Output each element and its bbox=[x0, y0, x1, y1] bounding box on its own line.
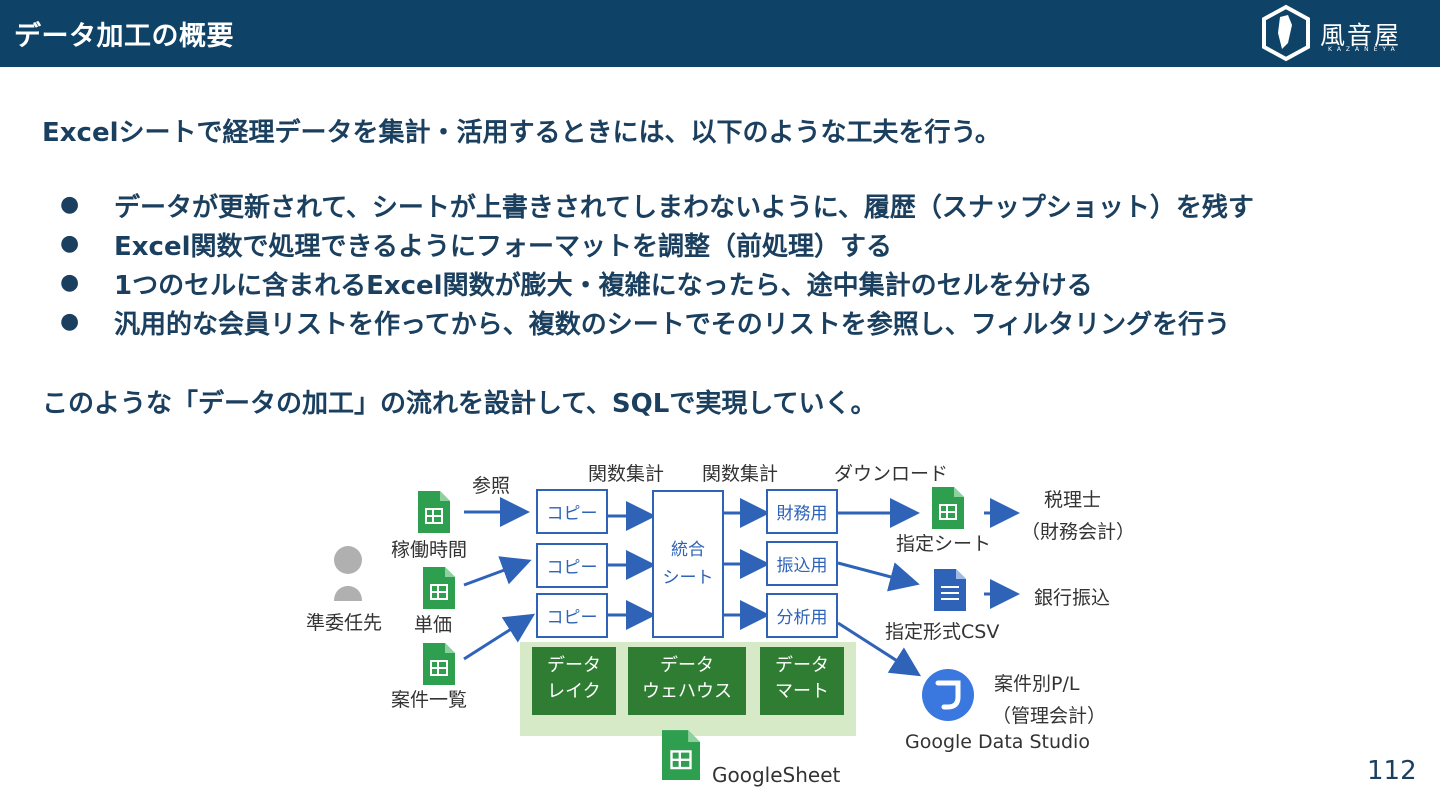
google-sheet-icon bbox=[423, 567, 455, 609]
data-studio-label: Google Data Studio bbox=[905, 731, 1090, 753]
aggregate-label: 関数集計 bbox=[588, 463, 665, 485]
copy-box: コピー bbox=[536, 543, 608, 588]
bullet-item: 1つのセルに含まれるExcel関数が膨大・複雑になったら、途中集計のセルを分ける bbox=[114, 271, 1093, 301]
layer-line: データ bbox=[775, 655, 829, 676]
logo-text: 風音屋 bbox=[1320, 21, 1402, 50]
layer-line: マート bbox=[775, 681, 829, 702]
logo-mark-icon bbox=[1262, 4, 1310, 62]
google-sheet-icon bbox=[423, 643, 455, 685]
copy-box: コピー bbox=[536, 593, 608, 638]
kazaneya-logo: 風音屋 KAZANEYA bbox=[1258, 3, 1428, 63]
destination-label: 銀行振込 bbox=[1034, 587, 1111, 609]
destination-label: 税理士 bbox=[1044, 489, 1102, 511]
logo-subtext: KAZANEYA bbox=[1328, 46, 1400, 53]
google-sheet-icon bbox=[932, 487, 964, 529]
person-label: 準委任先 bbox=[306, 612, 383, 634]
bullet-item: データが更新されて、シートが上書きされてしまわないように、履歴（スナップショット… bbox=[114, 193, 1254, 223]
data-lake-box: データ レイク bbox=[532, 647, 616, 715]
layer-line: データ bbox=[660, 655, 714, 676]
copy-box: コピー bbox=[536, 489, 608, 534]
google-sheet-icon bbox=[418, 491, 450, 533]
bullet-marker: ● bbox=[60, 270, 80, 295]
intro-text: Excelシートで経理データを集計・活用するときには、以下のような工夫を行う。 bbox=[42, 118, 1001, 148]
destination-label: （財務会計） bbox=[1021, 521, 1136, 543]
bullet-marker: ● bbox=[60, 231, 80, 256]
data-warehouse-box: データ ウェハウス bbox=[628, 647, 746, 715]
person-icon bbox=[334, 546, 362, 601]
layer-line: ウェハウス bbox=[642, 681, 732, 702]
purpose-box: 振込用 bbox=[766, 541, 838, 586]
conclusion-text: このような「データの加工」の流れを設計して、SQLで実現していく。 bbox=[42, 389, 877, 419]
data-mart-box: データ マート bbox=[760, 647, 844, 715]
source-label: 単価 bbox=[414, 614, 453, 636]
data-studio-icon bbox=[922, 669, 974, 721]
bullet-marker: ● bbox=[60, 192, 80, 217]
merge-box-line: 統合 bbox=[671, 540, 705, 560]
google-sheet-icon bbox=[662, 730, 700, 780]
output-label: 指定形式CSV bbox=[885, 621, 1000, 643]
ref-label: 参照 bbox=[472, 475, 511, 497]
bullet-item: Excel関数で処理できるようにフォーマットを調整（前処理）する bbox=[114, 232, 892, 262]
layer-line: データ bbox=[547, 655, 601, 676]
output-label: 指定シート bbox=[896, 533, 992, 555]
case-pl-label: 案件別P/L bbox=[994, 673, 1080, 695]
merge-box-line: シート bbox=[662, 568, 714, 588]
page-number: 112 bbox=[1367, 756, 1417, 786]
header-bar: データ加工の概要 風音屋 KAZANEYA bbox=[0, 0, 1440, 67]
bullet-item: 汎用的な会員リストを作ってから、複数のシートでそのリストを参照し、フィルタリング… bbox=[114, 310, 1231, 340]
source-label: 案件一覧 bbox=[391, 689, 468, 711]
data-flow-diagram: 準委任先 稼働時間 単価 案件一覧 参照 関数集計 関数集計 ダウンロード コピ… bbox=[294, 437, 1144, 792]
case-pl-label: （管理会計） bbox=[992, 705, 1107, 727]
merge-sheet-box: 統合 シート bbox=[652, 490, 724, 638]
csv-document-icon bbox=[934, 569, 966, 611]
purpose-box: 分析用 bbox=[766, 593, 838, 638]
source-label: 稼働時間 bbox=[391, 539, 468, 561]
bullet-marker: ● bbox=[60, 309, 80, 334]
aggregate-label: 関数集計 bbox=[702, 463, 779, 485]
download-label: ダウンロード bbox=[834, 463, 949, 485]
page-title: データ加工の概要 bbox=[14, 21, 234, 52]
purpose-box: 財務用 bbox=[766, 489, 838, 534]
layer-line: レイク bbox=[547, 681, 601, 702]
google-sheet-label: GoogleSheet bbox=[712, 763, 841, 787]
